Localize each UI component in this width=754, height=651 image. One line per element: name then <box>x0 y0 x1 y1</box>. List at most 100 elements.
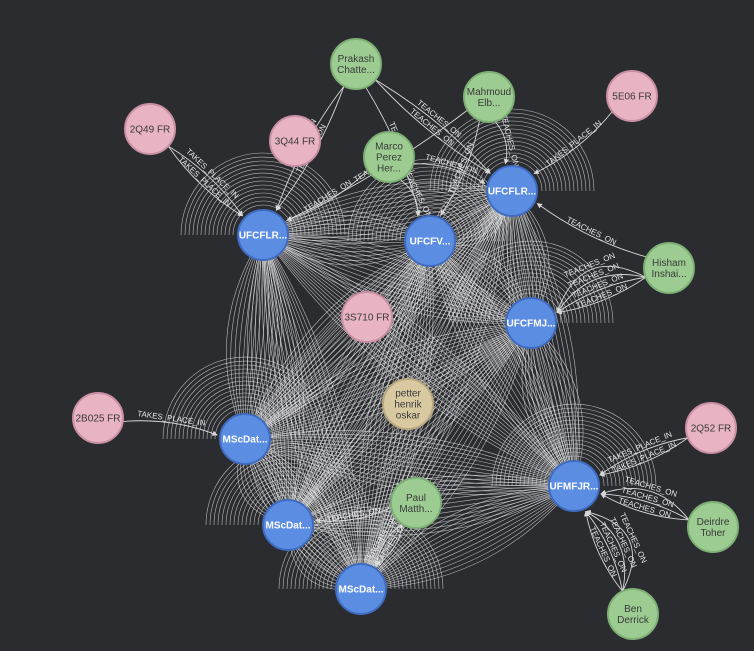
mesh-relationship-line <box>360 322 532 590</box>
mesh-relationship-line <box>262 188 513 236</box>
mesh-arc <box>527 439 621 487</box>
person-node-marco[interactable]: MarcoPerezHer... <box>363 131 415 183</box>
node-circle <box>606 70 658 122</box>
mesh-relationship-line <box>360 322 532 590</box>
mesh-arc <box>208 180 318 236</box>
relationship-edge[interactable]: TEACHES_ON <box>536 202 647 258</box>
edge-line <box>533 111 613 175</box>
mesh-arc <box>437 116 587 192</box>
mesh-arc <box>448 240 614 324</box>
person-node-hisham[interactable]: HishamInshai... <box>643 242 695 294</box>
edge-line <box>375 523 403 566</box>
room-node-r2q49[interactable]: 2Q49 FR <box>124 103 176 155</box>
room-node-r3s710[interactable]: 3S710 FR <box>341 291 393 343</box>
mesh-arc <box>503 415 645 487</box>
node-label: Perez <box>376 153 402 164</box>
mesh-arc <box>387 198 473 242</box>
mesh-arc <box>515 427 633 487</box>
node-label: Prakash <box>338 54 375 65</box>
course-node-c_mscdat2[interactable]: MScDat... <box>262 499 314 551</box>
mesh-arc <box>205 442 371 526</box>
mesh-arc <box>294 522 428 590</box>
mesh-relationship-line <box>255 234 289 526</box>
mesh-relationship-line <box>287 240 431 526</box>
mesh-arc <box>228 200 298 236</box>
mesh-arc <box>322 550 400 590</box>
mesh-arc <box>194 388 296 440</box>
mesh-arc <box>184 156 342 236</box>
node-circle <box>505 297 557 349</box>
relationship-edge[interactable]: TAKES_PLACE_IN <box>167 145 244 217</box>
mesh-arc <box>310 538 412 590</box>
course-node-c_ufcflr1[interactable]: UFCFLR... <box>237 209 289 261</box>
person-node-paul[interactable]: PaulMatth... <box>390 477 442 529</box>
mesh-arc <box>465 144 559 192</box>
mesh-arc <box>178 372 312 440</box>
mesh-arc <box>245 482 331 526</box>
edge-line <box>399 179 421 217</box>
node-circle <box>124 103 176 155</box>
mesh-arc <box>511 423 637 487</box>
mesh-arc <box>457 136 567 192</box>
mesh-arc <box>383 194 477 242</box>
edge-line <box>286 169 369 222</box>
edge-line <box>375 79 491 174</box>
mesh-arc <box>306 534 416 590</box>
node-circle <box>463 71 515 123</box>
mesh-relationship-line <box>226 234 264 440</box>
edge-line <box>556 276 647 315</box>
edge-line <box>122 420 218 436</box>
mesh-relationship-line <box>262 190 513 236</box>
mesh-relationship-line <box>244 438 575 487</box>
mesh-arc <box>213 450 363 526</box>
course-node-c_ufcfv[interactable]: UFCFV... <box>404 215 456 267</box>
person-node-mahmoud[interactable]: MahmoudElb... <box>463 71 515 123</box>
mesh-relationship-line <box>244 322 532 440</box>
course-node-c_ufcfmj[interactable]: UFCFMJ... <box>505 297 557 349</box>
room-node-r5e06[interactable]: 5E06 FR <box>606 70 658 122</box>
mesh-relationship-line <box>262 190 513 241</box>
course-node-c_ufcflr2[interactable]: UFCFLR... <box>486 165 538 217</box>
node-label: 2B025 FR <box>75 414 120 425</box>
mesh-relationship-line <box>244 322 532 440</box>
node-label: Marco <box>375 142 403 153</box>
edge-label: TAKES_PLACE_IN <box>544 118 604 168</box>
mesh-arc <box>326 554 396 590</box>
mesh-arc <box>241 478 335 526</box>
mesh-relationship-line <box>287 190 513 526</box>
node-label: Hisham <box>652 258 686 269</box>
node-label: Deirdre <box>697 517 730 528</box>
edge-line <box>168 145 243 217</box>
node-label: UFCFV... <box>410 237 451 248</box>
room-node-r3q44[interactable]: 3Q44 FR <box>269 115 321 167</box>
mesh-relationship-line <box>360 485 575 590</box>
edge-line <box>315 506 392 524</box>
mesh-arc <box>499 411 649 487</box>
mesh-relationship-line <box>360 485 575 590</box>
mesh-relationship-line <box>262 234 575 487</box>
mesh-relationship-line <box>287 240 431 526</box>
course-node-c_mscdat1[interactable]: MScDat... <box>219 413 271 465</box>
mesh-relationship-line <box>360 322 532 590</box>
person-node-prakash[interactable]: PrakashChatte... <box>330 38 382 90</box>
room-node-r2q52[interactable]: 2Q52 FR <box>685 402 737 454</box>
mesh-relationship-line <box>511 190 575 487</box>
relationship-edge[interactable]: TAKES_PLACE_IN <box>122 409 218 436</box>
node-label: UFCFMJ... <box>507 319 556 330</box>
mesh-relationship-line <box>511 190 579 487</box>
edge-line <box>583 510 623 592</box>
mesh-arc <box>166 360 324 440</box>
mesh-relationship-line <box>262 234 532 324</box>
node-label: UFMFJR... <box>550 482 599 493</box>
room-node-r2b025[interactable]: 2B025 FR <box>72 392 124 444</box>
mesh-relationship-line <box>429 240 575 487</box>
course-node-c_ufmfjr[interactable]: UFMFJR... <box>548 460 600 512</box>
mesh-relationship-line <box>244 322 532 440</box>
node-circle <box>382 378 434 430</box>
node-circle <box>390 477 442 529</box>
course-node-c_mscdat3[interactable]: MScDat... <box>335 563 387 615</box>
